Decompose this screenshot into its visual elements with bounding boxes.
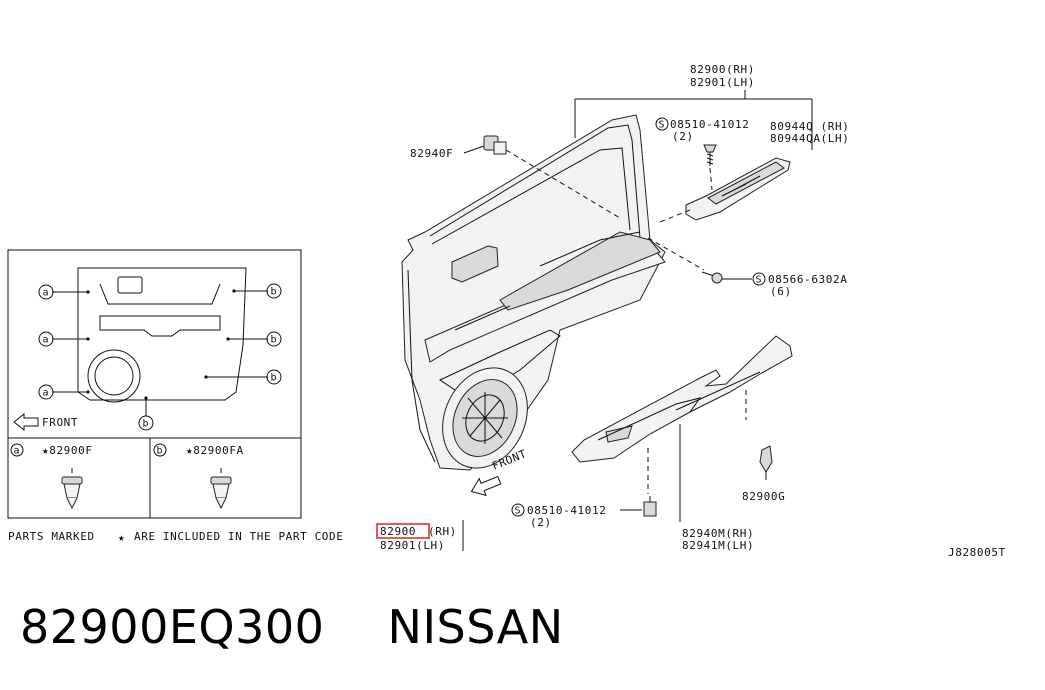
finisher-rh: 80944Q (RH) (770, 120, 849, 133)
armrest-82940m: 82940M(RH) 82941M(LH) (571, 335, 793, 552)
inset-marker-b: b (271, 287, 277, 298)
note-code-highlighted: 82900 (380, 525, 416, 538)
screw-top-code: 08510-41012 (670, 118, 749, 131)
clip-82940f: 82940F (410, 135, 621, 219)
s-symbol: S (756, 275, 762, 286)
inset-marker-a: a (43, 288, 49, 299)
panel-code-callout: 82900(RH) 82901(LH) (574, 63, 813, 150)
part-number: 82900EQ300 (20, 600, 325, 654)
screw-top-icon (703, 144, 717, 166)
s-symbol: S (659, 120, 665, 131)
note-suffix: ARE INCLUDED IN THE PART CODE (134, 530, 343, 543)
inset-marker-b: b (143, 419, 149, 430)
inset-marker-b-group: b b b b (138, 283, 282, 431)
note-code-rh-suffix: (RH) (428, 525, 457, 538)
inset-marker-a-group: a a a (38, 284, 90, 400)
clip-82900g-icon (759, 445, 773, 480)
clip-82940f-icon (483, 135, 507, 155)
inset-door-outline (77, 267, 247, 401)
speaker-grill (442, 367, 528, 469)
screw-top: S 08510-41012 (2) (655, 117, 749, 191)
finisher-80944q: 80944Q (RH) 80944QA(LH) (659, 120, 849, 223)
clip-82940f-label: 82940F (410, 147, 453, 160)
clip-82900f-icon (61, 468, 83, 510)
clip-82900fa-label: ★82900FA (186, 444, 244, 457)
inset-panel: a a a b b b b (7, 249, 302, 519)
inset-marker-a: a (14, 446, 20, 457)
screw-bottom-code: 08510-41012 (527, 504, 606, 517)
inset-marker-a: a (43, 335, 49, 346)
clip-82900g: 82900G (742, 445, 785, 503)
inset-marker-b: b (271, 335, 277, 346)
armrest-rh: 82940M(RH) (682, 527, 754, 540)
s-symbol: S (515, 506, 521, 517)
screw-bottom-icon (643, 496, 657, 517)
inset-marker-b: b (271, 373, 277, 384)
clip-82900f-label: ★82900F (42, 444, 93, 457)
screw-mid-code: 08566-6302A (768, 273, 847, 286)
screw-top-qty: (2) (672, 130, 694, 143)
parts-note: PARTS MARKED ★ ARE INCLUDED IN THE PART … (8, 520, 464, 552)
panel-code-lh: 82901(LH) (690, 76, 755, 89)
screw-bottom-qty: (2) (530, 516, 552, 529)
part-caption: 82900EQ300 NISSAN (20, 600, 564, 654)
brand-name: NISSAN (387, 600, 564, 654)
clip-82900g-label: 82900G (742, 490, 785, 503)
inset-marker-b: b (157, 446, 163, 457)
diagram-id: J828005T (948, 546, 1006, 559)
note-prefix: PARTS MARKED (8, 530, 95, 543)
screw-mid-icon (701, 271, 723, 284)
clip-82900fa-icon (210, 468, 232, 510)
note-code-lh: 82901(LH) (380, 539, 445, 552)
inset-marker-a: a (43, 388, 49, 399)
door-trim-panel (401, 114, 666, 471)
front-arrow-icon (470, 475, 502, 497)
highlight-box (376, 523, 430, 539)
inset-front-arrow-icon (13, 412, 39, 432)
panel-code-rh: 82900(RH) (690, 63, 755, 76)
finisher-lh: 80944QA(LH) (770, 132, 849, 145)
screw-mid: S 08566-6302A (6) (647, 237, 847, 298)
inset-speaker (87, 349, 141, 403)
inset-front-label: FRONT (42, 416, 78, 429)
armrest-lh: 82941M(LH) (682, 539, 754, 552)
screw-mid-qty: (6) (770, 285, 792, 298)
note-star: ★ (118, 531, 125, 544)
screw-bottom: S 08510-41012 (2) (511, 496, 657, 529)
door-handle-recess (451, 245, 499, 283)
